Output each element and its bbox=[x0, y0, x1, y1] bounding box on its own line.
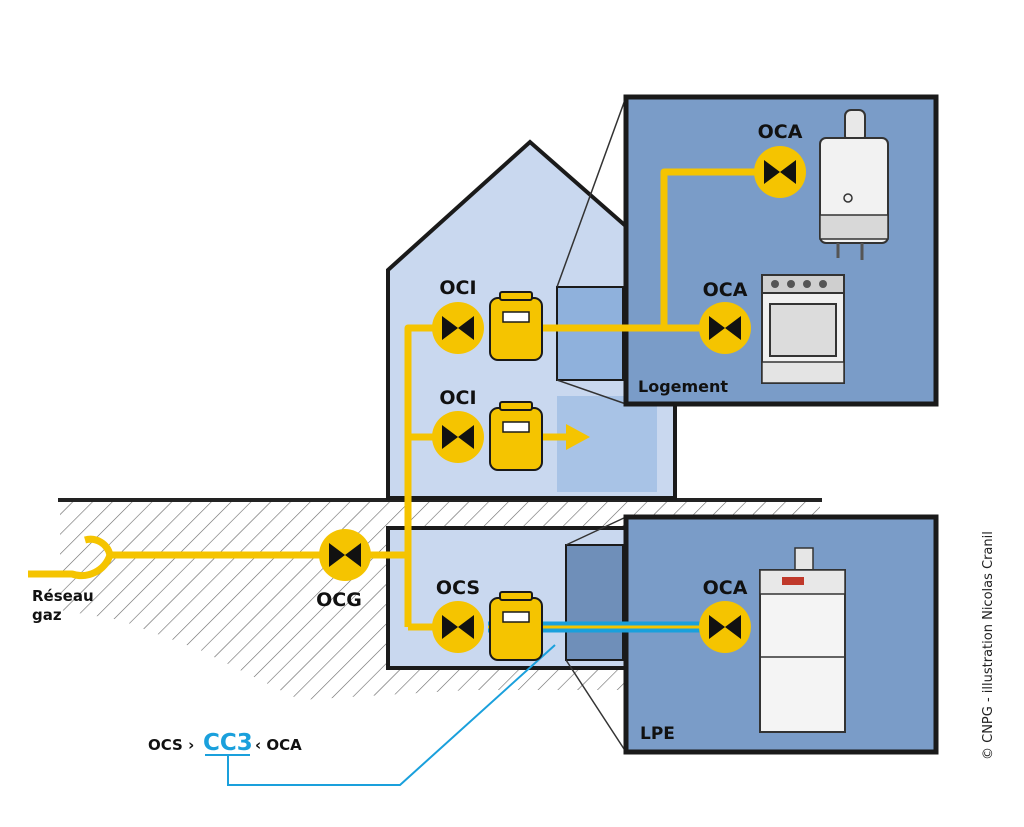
formula-right: ‹ OCA bbox=[255, 736, 302, 754]
zoom-line bbox=[565, 659, 627, 753]
zoom-line bbox=[556, 379, 627, 405]
label-reseau: Réseau bbox=[32, 587, 94, 605]
label-logement: Logement bbox=[638, 377, 728, 396]
valve-oca-stove bbox=[699, 302, 751, 354]
supply-arrow bbox=[566, 424, 590, 450]
label-oca-lpe: OCA bbox=[703, 577, 748, 599]
gas-meter-mid bbox=[489, 401, 543, 471]
zoom-line bbox=[565, 516, 627, 546]
gas-meter-top bbox=[489, 291, 543, 361]
house bbox=[386, 96, 677, 753]
credit-text: © CNPG - illustration Nicolas Cranil bbox=[981, 531, 996, 760]
valve-oca-boiler bbox=[754, 146, 806, 198]
formula-cc3: CC3 bbox=[203, 730, 253, 756]
formula-left: OCS › bbox=[148, 736, 194, 754]
label-gaz: gaz bbox=[32, 606, 62, 624]
label-oci-mid: OCI bbox=[439, 387, 476, 409]
valve-oca-lpe bbox=[699, 601, 751, 653]
zoom-line bbox=[556, 96, 627, 288]
gas-stove bbox=[761, 274, 845, 384]
wall-boiler bbox=[819, 109, 889, 260]
label-ocs: OCS bbox=[436, 577, 480, 599]
floor-boiler bbox=[759, 547, 846, 733]
valve-oci-mid bbox=[432, 411, 484, 463]
upper-window bbox=[556, 286, 624, 381]
label-oca-stove: OCA bbox=[703, 279, 748, 301]
label-oca-boiler: OCA bbox=[758, 121, 803, 143]
label-ocg: OCG bbox=[316, 589, 362, 611]
valve-oci-top bbox=[432, 302, 484, 354]
gas-meter-basement bbox=[489, 591, 543, 661]
valve-ocg bbox=[319, 529, 371, 581]
label-lpe: LPE bbox=[640, 724, 675, 744]
label-oci-top: OCI bbox=[439, 277, 476, 299]
valve-ocs bbox=[432, 601, 484, 653]
basement-window bbox=[565, 544, 624, 661]
